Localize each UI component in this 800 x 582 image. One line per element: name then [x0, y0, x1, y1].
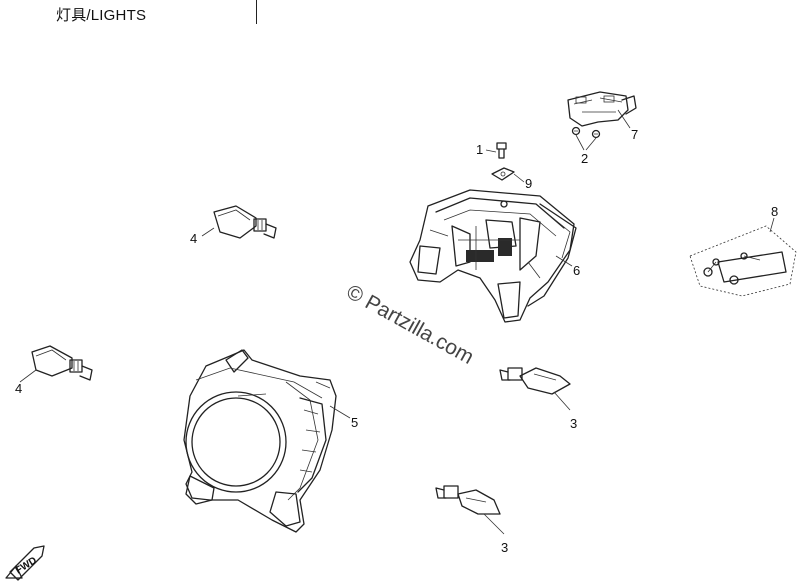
part-4-turn-signal-upper	[213, 205, 277, 239]
part-1-bolt	[496, 142, 507, 159]
part-5-headlight	[183, 349, 337, 533]
callout-4a: 4	[190, 231, 197, 246]
part-3-turn-signal-upper	[499, 367, 571, 395]
callout-7: 7	[631, 127, 638, 142]
part-3-turn-signal-lower	[435, 485, 501, 515]
callout-3a: 3	[570, 416, 577, 431]
callout-6: 6	[573, 263, 580, 278]
page-title: 灯具/LIGHTS	[56, 7, 147, 24]
part-7-bracket	[567, 91, 637, 127]
callout-4b: 4	[15, 381, 22, 396]
callout-3b: 3	[501, 540, 508, 555]
fwd-label: FWD	[14, 555, 39, 576]
fwd-arrow-icon: FWD	[5, 545, 45, 581]
callout-8: 8	[771, 204, 778, 219]
part-9-nut	[491, 167, 515, 181]
callout-9: 9	[525, 176, 532, 191]
callout-5: 5	[351, 415, 358, 430]
part-2-screws	[571, 126, 601, 139]
callout-1: 1	[476, 142, 483, 157]
title-divider	[256, 0, 257, 24]
part-4-turn-signal-left	[31, 345, 93, 381]
part-6-tail-light	[409, 189, 577, 323]
watermark-text: © Partzilla.com	[343, 280, 478, 369]
part-8-license-light	[689, 225, 797, 297]
callout-2: 2	[581, 151, 588, 166]
